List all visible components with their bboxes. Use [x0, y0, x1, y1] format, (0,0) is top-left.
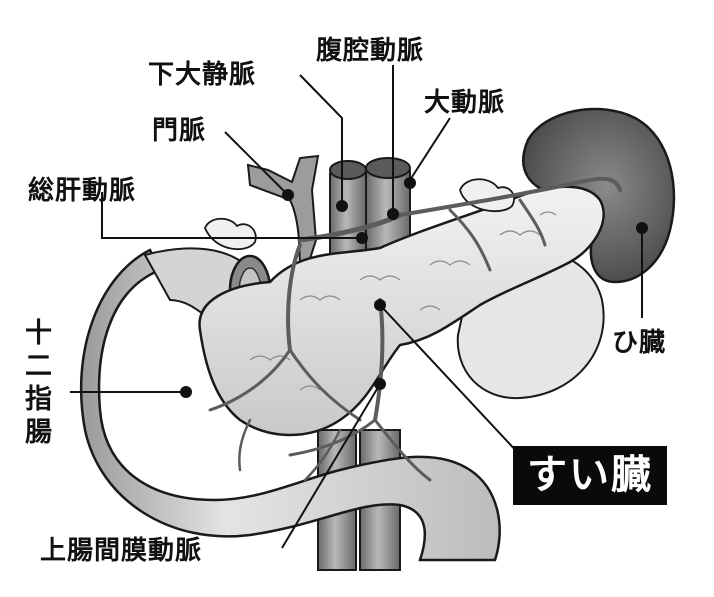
label-inferior-vena-cava: 下大静脈 [148, 62, 256, 88]
label-duodenum: 十二指腸 [22, 318, 49, 450]
label-superior-mesenteric-artery: 上腸間膜動脈 [40, 538, 202, 564]
label-spleen: ひ臓 [612, 330, 666, 356]
label-portal-vein: 門脈 [152, 118, 206, 144]
label-pancreas: すい臓 [513, 446, 667, 505]
label-common-hepatic-artery: 総肝動脈 [28, 178, 136, 204]
label-aorta: 大動脈 [424, 90, 505, 116]
label-celiac-trunk: 腹腔動脈 [316, 38, 424, 64]
